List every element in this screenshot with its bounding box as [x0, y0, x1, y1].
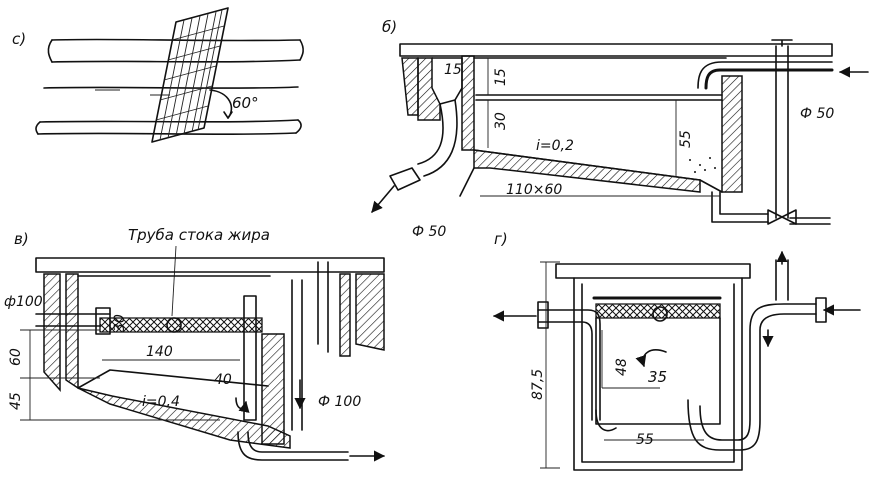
sediment [689, 157, 716, 173]
floor-slab [473, 149, 701, 193]
basin-floor-c [77, 369, 269, 389]
dim-140: 140 [146, 344, 173, 360]
outer-tank [573, 277, 743, 471]
flow-arrow-d [635, 349, 667, 368]
dim-30: 30 [493, 112, 509, 130]
panel-c: в) Труба стока жира ф100 30 [4, 226, 386, 462]
dim-line-875 [540, 261, 560, 469]
dim-60-c: 60 [8, 348, 24, 366]
trap-left-wall [417, 57, 441, 121]
inner-tank [581, 283, 735, 463]
partition-wall [461, 55, 475, 151]
dim-pipe-c: Ф 100 [318, 394, 361, 410]
inlet-pipe-d [537, 309, 601, 421]
dim-48: 48 [614, 358, 630, 376]
caption-leader [171, 245, 177, 317]
dim-pipe-out: Ф 50 [412, 224, 446, 240]
valve-pipe [775, 45, 789, 219]
ground-left [401, 57, 419, 116]
outlet-pipe-d [687, 303, 817, 451]
panel-b-label: б) [382, 18, 397, 36]
right-wall-c [339, 273, 351, 357]
panel-b: б) [371, 18, 869, 240]
valve-body [767, 209, 797, 225]
valve-outlet [789, 217, 831, 225]
dim-30-c: 30 [112, 314, 128, 332]
inner-trap-d [595, 409, 617, 432]
right-wall [721, 75, 743, 193]
dim-pipe-100: ф100 [4, 294, 43, 310]
inlet-pipe-top [704, 68, 834, 90]
fat-pipe [166, 317, 182, 333]
ground-right-c [355, 273, 385, 351]
inner-wall-c [261, 333, 285, 445]
dim-35: 35 [648, 368, 667, 386]
dim-55: 55 [678, 130, 694, 148]
dim-slope: i=0,2 [536, 138, 574, 154]
caption-fat-pipe: Труба стока жира [128, 226, 270, 244]
top-slab [399, 43, 833, 57]
floor-right-join [699, 179, 723, 193]
drain-pipe [711, 191, 769, 223]
ground-left-c [43, 273, 61, 392]
inlet-pipe-c [35, 313, 111, 327]
outlet-pipe-a [417, 103, 444, 165]
channel-end-left-top [47, 39, 53, 63]
inlet-flange-d [537, 301, 549, 329]
channel-bottom-inner [39, 119, 299, 123]
top-slab-d [555, 263, 751, 279]
inlet-flange-c [95, 307, 111, 335]
angle-arrowhead [223, 111, 233, 119]
angle-label: 60° [232, 94, 259, 112]
baffle [243, 295, 257, 421]
panel-d-label: г) [494, 230, 508, 248]
outlet-bottom-c [237, 431, 349, 461]
vent-pipe-d [775, 259, 789, 301]
floor-slab-c [77, 387, 291, 449]
fat-pipe-d [652, 306, 668, 322]
dim-pipe-top: Ф 50 [800, 106, 834, 122]
left-wall-c [65, 273, 79, 390]
panel-c-label: в) [14, 230, 29, 248]
outlet-coupling [389, 167, 421, 191]
panel-a: с) 60° [12, 7, 304, 143]
channel-end-left-bottom [35, 121, 41, 135]
channel-top-edge [51, 38, 301, 42]
dim-lines-c [20, 329, 220, 421]
floor-left-edge [459, 167, 475, 197]
dim-base: 110×60 [506, 182, 562, 198]
top-slab-c [35, 257, 385, 273]
angle-arc [209, 89, 233, 119]
outlet-arrow [371, 185, 395, 213]
basin-walls-d [595, 317, 721, 425]
outlet-pipe-b [423, 99, 458, 177]
valve-handle [771, 39, 793, 47]
channel-water-line [43, 86, 299, 89]
channel-end-right-top [299, 39, 304, 61]
outlet-flange-d [815, 297, 827, 323]
dim-line-48 [601, 330, 660, 389]
panel-d: г) 87,5 48 35 55 [492, 230, 861, 471]
dim-40-c: 40 [214, 372, 232, 388]
grate [151, 7, 229, 143]
dim-slope-c: i=0,4 [142, 394, 180, 410]
fat-outlet-c [317, 261, 329, 353]
channel-bottom-edge [37, 132, 297, 135]
fat-layer-d [595, 303, 721, 319]
dim-55-d: 55 [636, 432, 654, 448]
panel-a-label: с) [12, 30, 26, 48]
flow-arrow-c1 [235, 397, 250, 413]
dim-15-left: 15 [444, 62, 462, 78]
dim-875: 87,5 [530, 369, 546, 400]
dim-15-right: 15 [493, 68, 509, 86]
flow-strokes [95, 89, 170, 96]
dim-45-c: 45 [8, 392, 24, 410]
channel-end-right-bottom [295, 119, 302, 134]
inlet-pipe-top-outer [697, 61, 833, 89]
